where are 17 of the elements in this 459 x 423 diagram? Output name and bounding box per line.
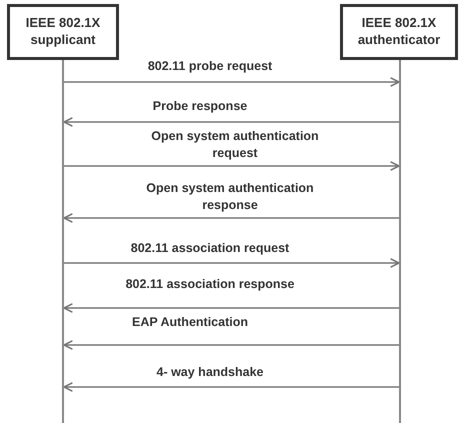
message-label: 802.11 probe request — [148, 58, 272, 75]
message-label: 802.11 association request — [130, 240, 290, 257]
message-arrow — [63, 117, 399, 127]
message-arrow — [64, 77, 400, 87]
message-arrow — [64, 258, 400, 268]
message-label: Probe response — [152, 98, 248, 115]
message-arrow — [63, 382, 399, 392]
participant-box: IEEE 802.1X supplicant — [7, 4, 119, 60]
message-arrow — [63, 303, 399, 313]
lifeline — [62, 60, 64, 423]
message-arrow — [63, 213, 399, 223]
message-arrow — [63, 340, 399, 350]
lifeline — [399, 60, 400, 423]
message-label: 4- way handshake — [156, 364, 264, 381]
participant-box: IEEE 802.1X authenticator — [340, 4, 458, 60]
message-arrow — [64, 161, 400, 171]
message-label: 802.11 association response — [126, 276, 294, 293]
